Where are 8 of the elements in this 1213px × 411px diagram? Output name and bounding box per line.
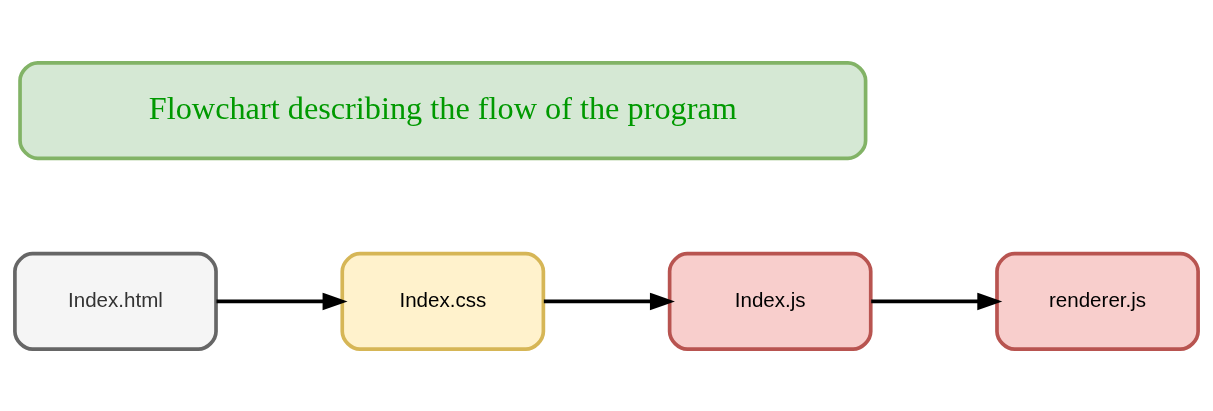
node-box: Index.js	[667, 251, 873, 351]
node-box: Index.html	[13, 251, 218, 351]
arrow	[216, 292, 348, 310]
arrow	[543, 292, 675, 310]
node-box: renderer.js	[995, 251, 1200, 351]
node-box: Flowchart describing the flow of the program	[18, 60, 868, 160]
node-box: Index.css	[340, 251, 546, 351]
arrow	[871, 292, 1003, 310]
